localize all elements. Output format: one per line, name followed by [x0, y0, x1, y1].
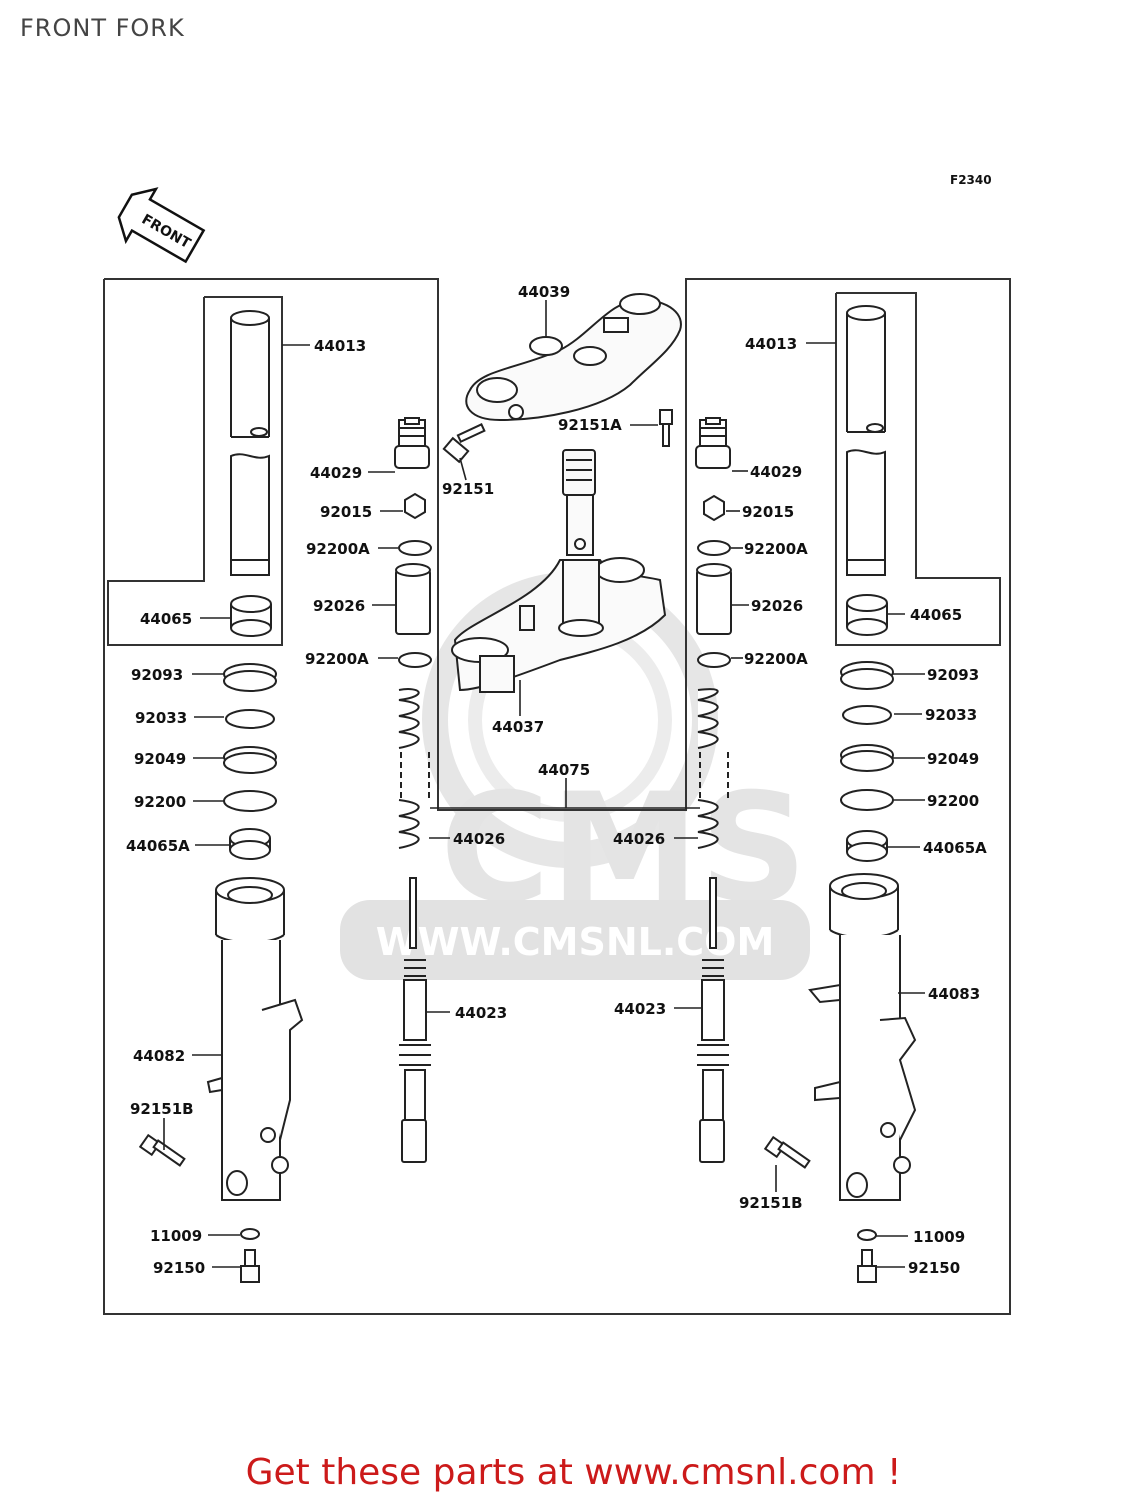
callout-44026-right: 44026 — [613, 830, 665, 848]
left-seals — [223, 663, 277, 860]
callout-92015-left: 92015 — [320, 503, 372, 521]
bolt-92151A — [659, 409, 673, 447]
callout-44065-left: 44065 — [140, 610, 192, 628]
callout-44023-right: 44023 — [614, 1000, 666, 1018]
callout-92026-left: 92026 — [313, 597, 365, 615]
right-outer-tube-upper — [846, 305, 886, 576]
right-fasteners — [763, 1135, 877, 1283]
callout-92200A-right-upper: 92200A — [744, 540, 808, 558]
callout-11009-left: 11009 — [150, 1227, 202, 1245]
callout-92049-right: 92049 — [927, 750, 979, 768]
right-internals — [695, 417, 732, 1163]
front-direction-arrow: FRONT — [117, 187, 206, 264]
callout-92093-left: 92093 — [131, 666, 183, 684]
page-title: FRONT FORK — [20, 14, 185, 42]
callout-44039: 44039 — [518, 283, 570, 301]
right-bushing-44065 — [846, 594, 888, 636]
callout-92015-right: 92015 — [742, 503, 794, 521]
left-bushing-44065 — [230, 595, 272, 637]
left-fasteners — [138, 1133, 260, 1283]
callout-92093-right: 92093 — [927, 666, 979, 684]
callout-44023-left: 44023 — [455, 1004, 507, 1022]
figure-code: F2340 — [950, 173, 992, 187]
left-internals — [394, 417, 432, 1163]
bolt-92151 — [442, 423, 486, 464]
right-outer-fork-leg-44083 — [808, 873, 917, 1201]
callout-44037: 44037 — [492, 718, 544, 736]
callout-92200-right: 92200 — [927, 792, 979, 810]
callout-44029-right: 44029 — [750, 463, 802, 481]
callout-92026-right: 92026 — [751, 597, 803, 615]
assembly-frame — [103, 278, 1011, 1315]
callout-92033-left: 92033 — [135, 709, 187, 727]
parts-shop-link[interactable]: Get these parts at www.cmsnl.com ! — [245, 1452, 902, 1493]
callout-92150-left: 92150 — [153, 1259, 205, 1277]
right-seals — [840, 661, 894, 862]
callout-92200-left: 92200 — [134, 793, 186, 811]
watermark-url: WWW.CMSNL.COM — [376, 920, 775, 964]
steering-stem-lower-bracket — [451, 449, 667, 693]
front-fork-parts-diagram: CMS WWW.CMSNL.COM F2340 FRONT — [103, 173, 1011, 1315]
callout-92151B-left: 92151B — [130, 1100, 194, 1118]
callout-92150-right: 92150 — [908, 1259, 960, 1277]
leader-lines — [163, 300, 925, 1268]
callout-92049-left: 92049 — [134, 750, 186, 768]
callout-labels: 44039 44013 44013 92151A 44029 92151 440… — [126, 283, 987, 1277]
callout-44026-left: 44026 — [453, 830, 505, 848]
left-outer-fork-leg-44082 — [206, 877, 304, 1201]
callout-92033-right: 92033 — [925, 706, 977, 724]
callout-11009-right: 11009 — [913, 1228, 965, 1246]
callout-44065A-left: 44065A — [126, 837, 190, 855]
callout-44065A-right: 44065A — [923, 839, 987, 857]
callout-44029-left: 44029 — [310, 464, 362, 482]
callout-92151: 92151 — [442, 480, 494, 498]
callout-92200A-left-upper: 92200A — [306, 540, 370, 558]
callout-92151A: 92151A — [558, 416, 622, 434]
callout-44083: 44083 — [928, 985, 980, 1003]
upper-triple-clamp — [465, 293, 682, 422]
left-outer-tube-upper — [230, 310, 270, 576]
callout-44075: 44075 — [538, 761, 590, 779]
callout-92151B-right: 92151B — [739, 1194, 803, 1212]
callout-92200A-right-lower: 92200A — [744, 650, 808, 668]
callout-44013-right: 44013 — [745, 335, 797, 353]
callout-44082: 44082 — [133, 1047, 185, 1065]
callout-44013-left: 44013 — [314, 337, 366, 355]
callout-44065-right: 44065 — [910, 606, 962, 624]
callout-92200A-left-lower: 92200A — [305, 650, 369, 668]
